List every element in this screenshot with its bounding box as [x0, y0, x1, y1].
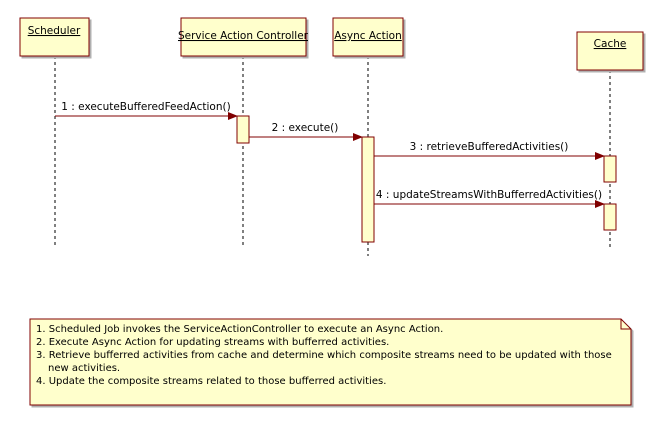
- message-1[interactable]: 1 : executeBufferedFeedAction(): [55, 101, 238, 120]
- message-3-label: 3 : retrieveBufferedActivities(): [410, 141, 569, 153]
- activation-cache-1: [603, 155, 617, 183]
- note-shape: [29, 318, 632, 406]
- note-item: 3. Retrieve bufferred activities from ca…: [36, 350, 612, 374]
- activation-cache-2: [603, 203, 617, 231]
- lifeline-sac[interactable]: Service Action Controller: [178, 17, 309, 57]
- note-item: 2. Execute Async Action for updating str…: [36, 337, 390, 348]
- lifeline-scheduler[interactable]: Scheduler: [19, 17, 90, 57]
- activation-sac: [236, 115, 250, 144]
- lifeline-scheduler-label: Scheduler: [28, 25, 81, 37]
- lifeline-async-label: Async Action: [334, 30, 402, 42]
- lifeline-cache-label: Cache: [594, 38, 627, 50]
- message-2-label: 2 : execute(): [272, 122, 339, 134]
- lifeline-sac-label: Service Action Controller: [178, 30, 309, 42]
- note-list: 1. Scheduled Job invokes the ServiceActi…: [36, 323, 625, 388]
- message-1-label: 1 : executeBufferedFeedAction(): [61, 101, 230, 113]
- message-4[interactable]: 4 : updateStreamsWithBufferredActivities…: [374, 189, 605, 208]
- note-item: 1. Scheduled Job invokes the ServiceActi…: [36, 324, 444, 335]
- message-3[interactable]: 3 : retrieveBufferedActivities(): [374, 141, 605, 160]
- message-2[interactable]: 2 : execute(): [249, 122, 363, 141]
- lifeline-async[interactable]: Async Action: [332, 17, 404, 57]
- activation-async: [361, 136, 375, 243]
- message-4-label: 4 : updateStreamsWithBufferredActivities…: [376, 189, 602, 201]
- note: 1. Scheduled Job invokes the ServiceActi…: [30, 319, 631, 405]
- lifeline-cache[interactable]: Cache: [576, 31, 644, 71]
- note-item: 4. Update the composite streams related …: [36, 376, 387, 387]
